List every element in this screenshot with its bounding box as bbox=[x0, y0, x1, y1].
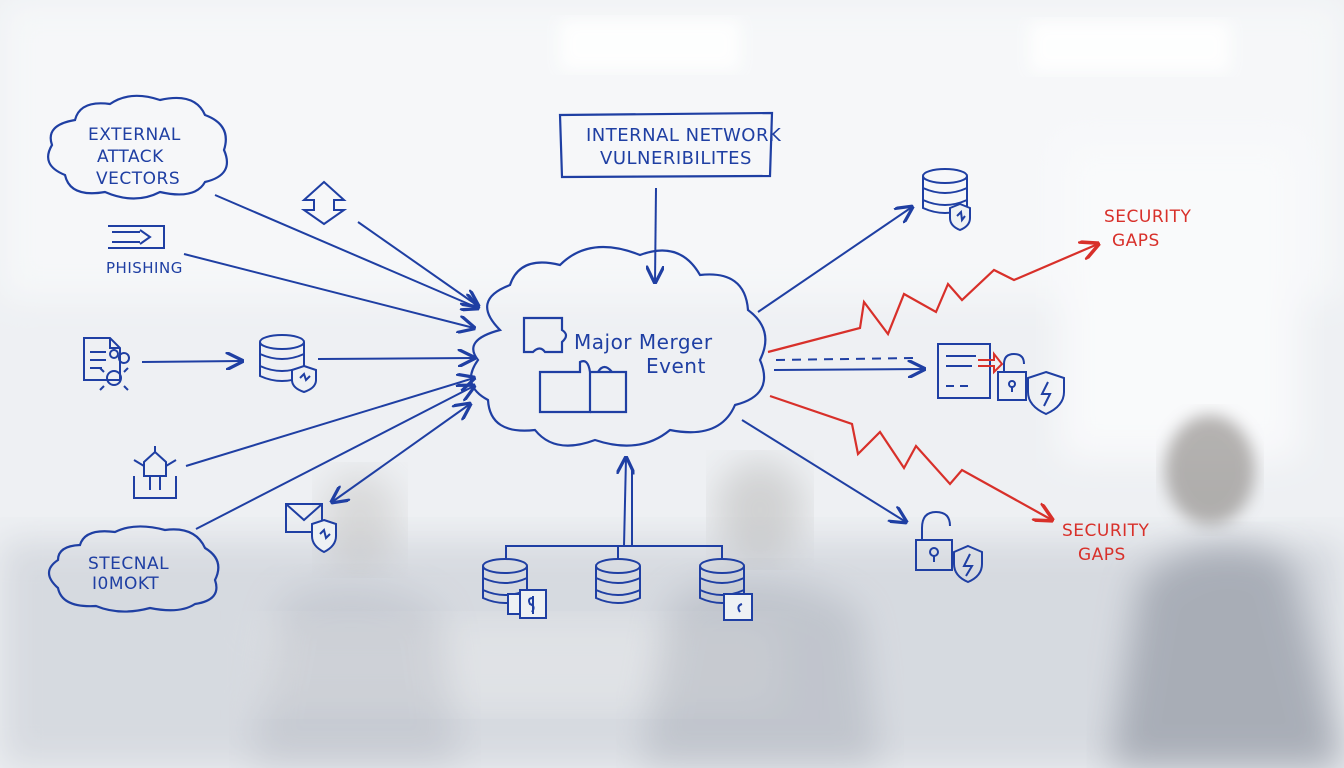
security-gaps-bottom-line2: GAPS bbox=[1078, 545, 1126, 565]
database-icon bbox=[595, 558, 641, 604]
database-branch-line bbox=[505, 545, 723, 560]
dashed-line bbox=[775, 357, 915, 361]
server-card-icon bbox=[699, 558, 753, 621]
internal-network-line2: VULNERIBILITES bbox=[600, 148, 752, 169]
external-line2: ATTACK bbox=[97, 147, 164, 167]
arrow-databases-to-center bbox=[624, 458, 626, 547]
right-outputs: SECURITY GAPS SECURITY GAPS bbox=[741, 168, 1192, 584]
arrow-center-to-database bbox=[757, 207, 912, 313]
red-zigzag-top bbox=[767, 244, 1098, 354]
hub-tower-icon bbox=[133, 446, 177, 499]
phishing-arrow-icon bbox=[108, 225, 165, 249]
external-line1: EXTERNAL bbox=[88, 125, 181, 145]
center-merger-cloud: Major Merger Event bbox=[469, 245, 767, 447]
external-line3: VECTORS bbox=[96, 169, 180, 189]
mail-shield-icon bbox=[285, 503, 337, 554]
red-zigzag-bottom bbox=[769, 394, 1052, 520]
internal-network-line1: INTERNAL NETWORK bbox=[586, 125, 782, 146]
center-title-line2: Event bbox=[646, 354, 706, 378]
arrow-center-to-lock bbox=[741, 419, 906, 522]
server-card-icon bbox=[937, 343, 1004, 399]
unlock-shield-icon bbox=[997, 352, 1065, 416]
upload-arrows-icon bbox=[300, 180, 478, 306]
phishing-label: PHISHING bbox=[106, 259, 183, 277]
mail-shield-node bbox=[285, 404, 470, 554]
arrow-doc-to-database bbox=[141, 361, 242, 362]
bottom-cloud-line1: STECNAL bbox=[88, 554, 169, 574]
bottom-left-cloud: STECNAL I0MOKT bbox=[47, 386, 474, 613]
bottom-databases bbox=[482, 458, 753, 621]
bottom-cloud-line2: I0MOKT bbox=[92, 574, 159, 594]
document-bug-icon bbox=[83, 337, 130, 391]
document-bug-node bbox=[83, 334, 474, 394]
arrow-external-to-center bbox=[214, 194, 478, 308]
database-shield-icon bbox=[922, 168, 971, 232]
arrow-box-to-center bbox=[655, 187, 656, 282]
arrow-phishing-to-center bbox=[183, 253, 474, 328]
database-icon bbox=[482, 558, 547, 619]
security-gaps-top-line2: GAPS bbox=[1112, 231, 1160, 251]
puzzle-icon bbox=[522, 316, 628, 414]
arrow-center-to-card bbox=[773, 369, 924, 370]
unlock-shield-icon bbox=[915, 510, 983, 584]
security-gaps-bottom-line1: SECURITY bbox=[1062, 521, 1150, 541]
internal-network-box: INTERNAL NETWORK VULNERIBILITES bbox=[558, 111, 782, 282]
external-attack-cloud: EXTERNAL ATTACK VECTORS bbox=[47, 94, 478, 308]
security-gaps-top-line1: SECURITY bbox=[1104, 207, 1192, 227]
arrow-database-to-center bbox=[317, 358, 474, 359]
arrow-upload-to-center bbox=[357, 221, 478, 306]
center-title-line1: Major Merger bbox=[574, 330, 713, 354]
arrow-mail-center-bidirectional bbox=[332, 404, 470, 502]
phishing-node: PHISHING bbox=[106, 225, 474, 328]
database-shield-icon bbox=[259, 334, 317, 394]
